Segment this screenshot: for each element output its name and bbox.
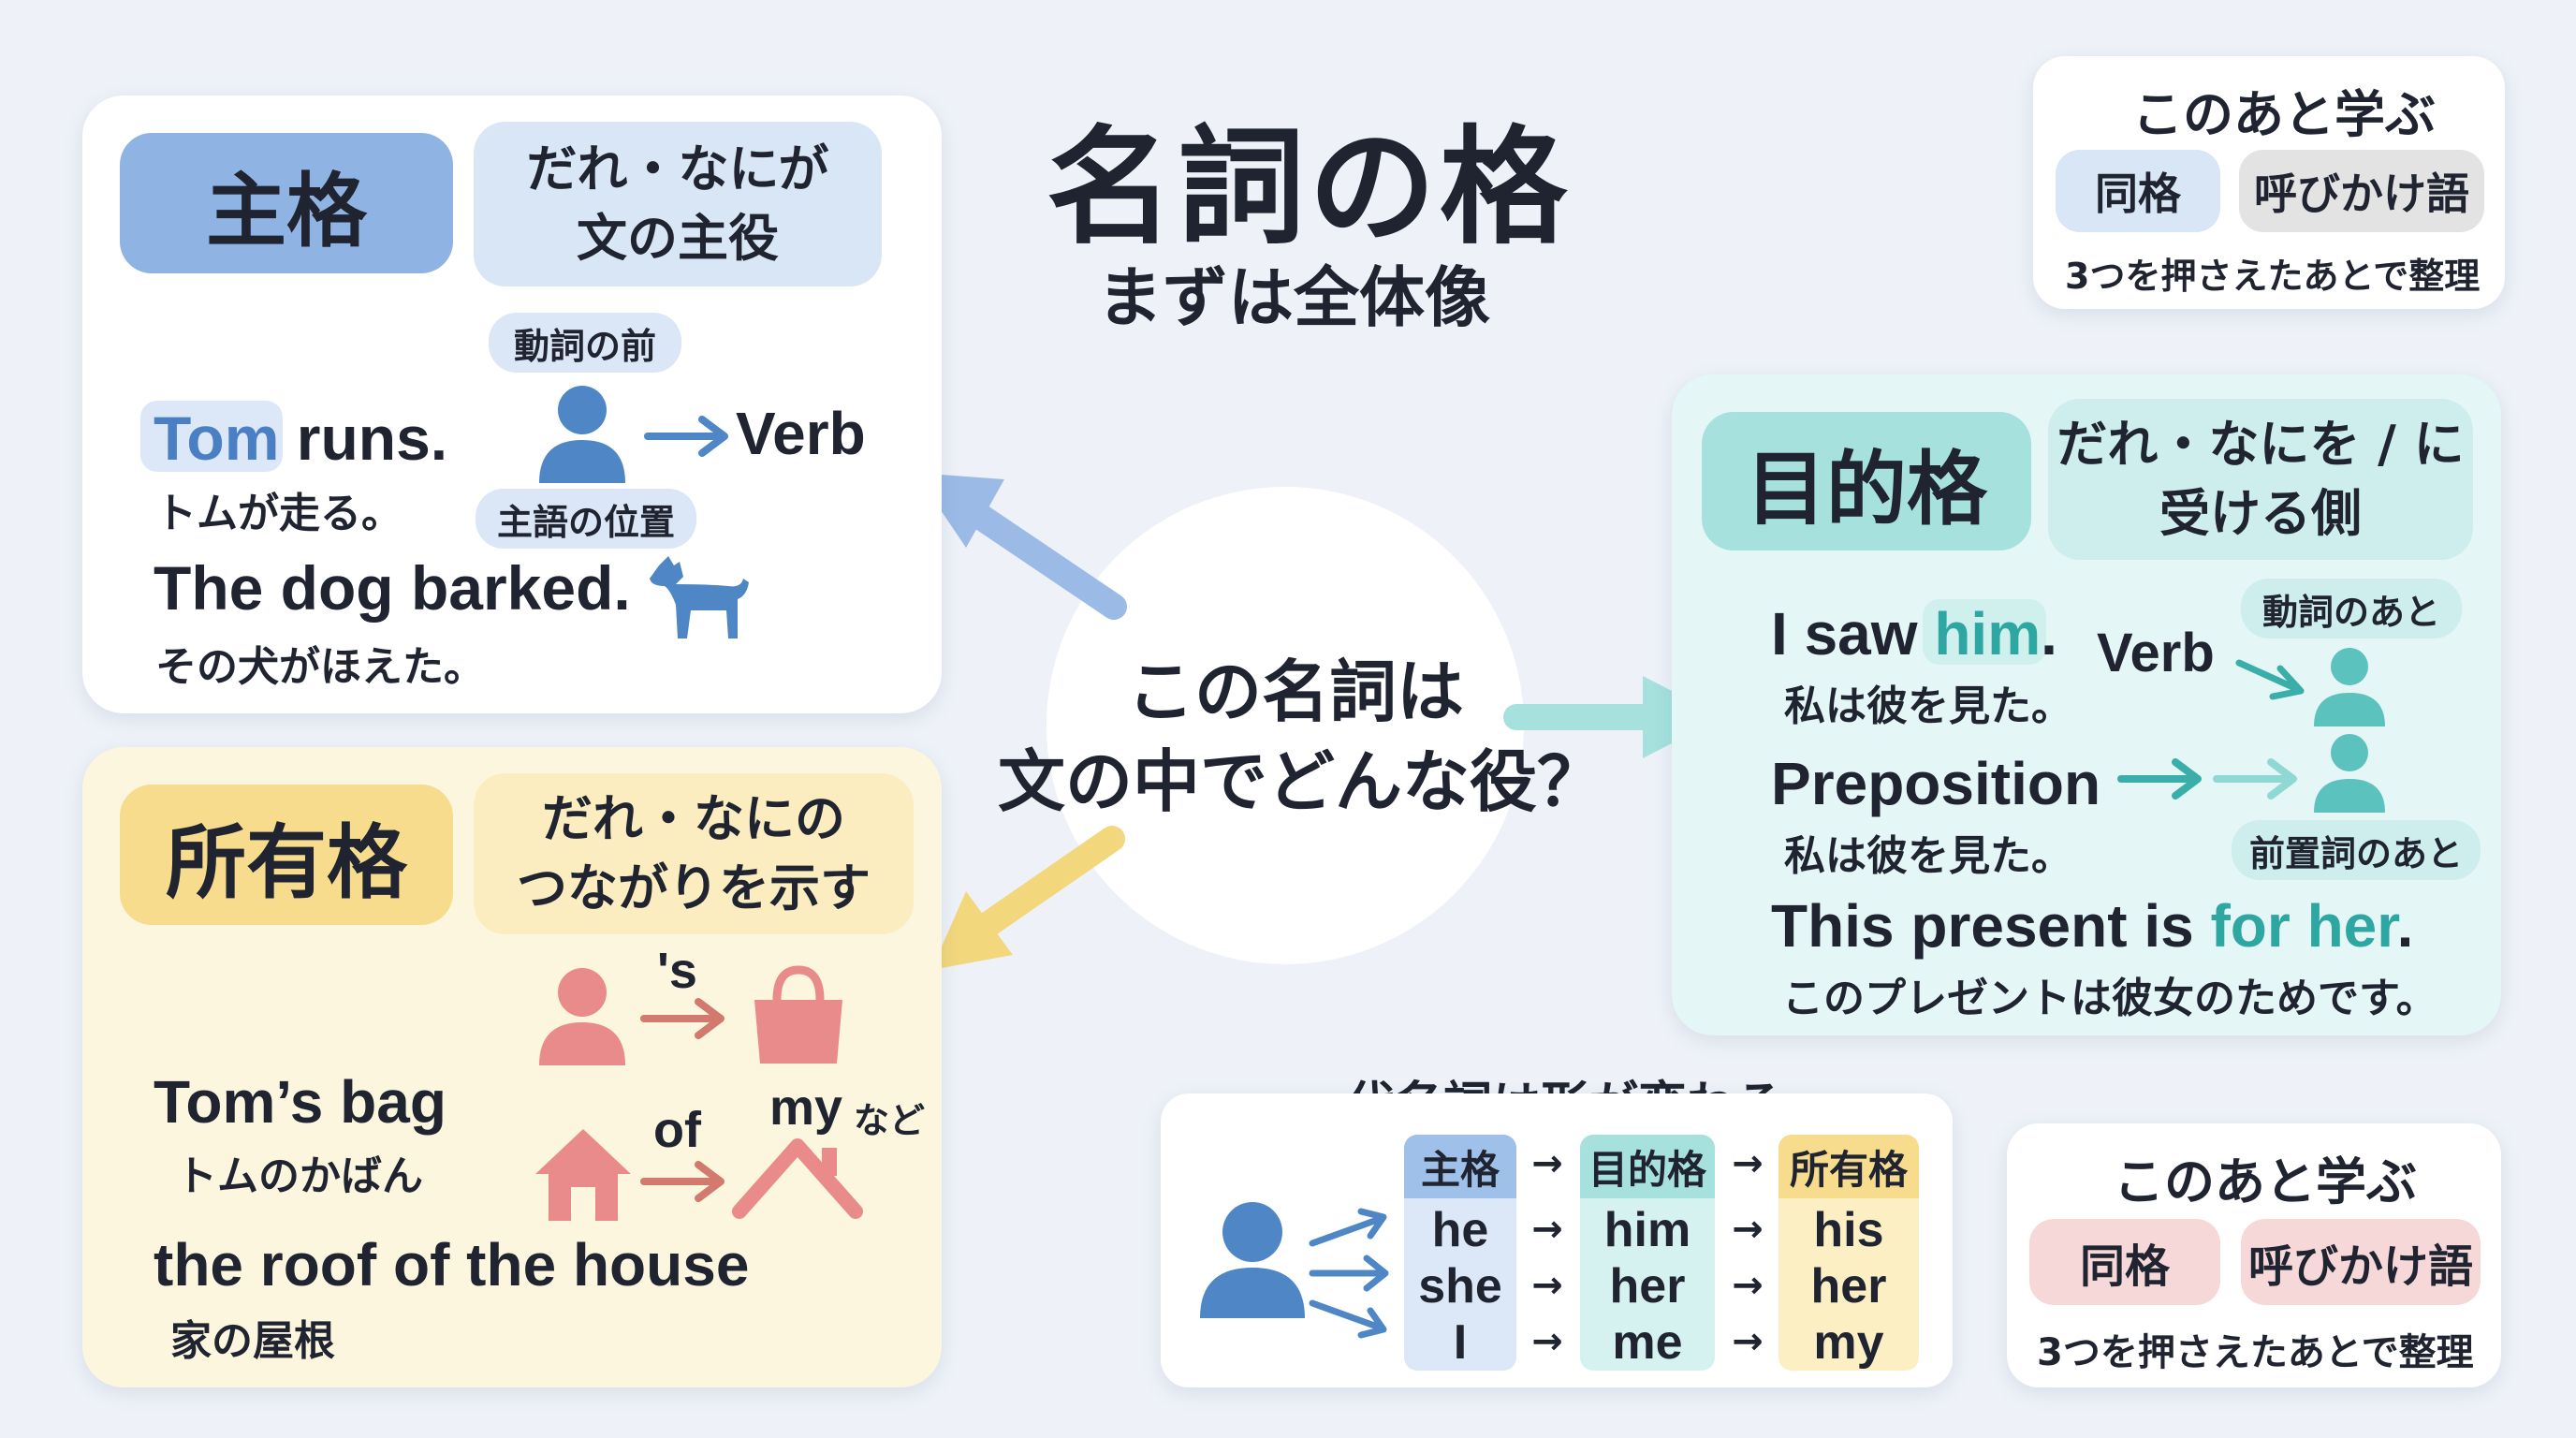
possessive-ex1-jp: トムのかばん [176,1152,423,1200]
dog-icon [650,556,749,638]
pronoun-possessive-my: my [1813,1315,1884,1370]
possessive-desc-line2: つながりを示す [517,858,871,917]
person-icon [2314,734,2385,813]
objective-ex1-pre: I saw [1771,600,1935,668]
center-question-line2: 文の中でどんな役？ [998,742,1605,821]
house-icon [535,1129,631,1221]
objective-name-badge: 目的格 [1702,412,2031,550]
objective-ex3-highlight: for her [2210,892,2397,960]
arrow-icon [1309,1208,1389,1339]
pronoun-objective-her: her [1609,1259,1686,1313]
possessive-ex2: the roof of the house [154,1231,750,1299]
next-box-bottom-heading: このあと学ぶ [2114,1152,2417,1211]
nominative-desc-line2: 文の主役 [577,209,779,268]
person-icon [1200,1202,1305,1318]
nominative-ex1-highlight-bg [140,401,283,472]
pronoun-arrow: → [1531,1208,1563,1251]
possessive-marker-my: my [769,1079,843,1136]
roof-icon [732,1138,863,1219]
nominative-ex2: The dog barked. [154,553,631,623]
next-box-bottom-item-vocative: 呼びかけ語 [2241,1219,2481,1305]
next-box-bottom-item-appositive: 同格 [2029,1219,2220,1305]
arrow-icon [644,416,728,457]
nominative-tag-top: 動詞の前 [489,313,681,373]
pronoun-col-objective-header: 目的格 [1580,1135,1715,1198]
objective-ex2-jp: 私は彼を見た。 [1784,832,2072,880]
bag-icon [754,965,842,1064]
pronoun-objective-him: him [1603,1203,1691,1257]
pronoun-nominative-she: she [1418,1259,1502,1313]
possessive-ex1: Tom’s bag [154,1068,446,1136]
objective-ex1-highlight-bg [1923,599,2046,665]
pronoun-arrow: → [1732,1320,1764,1363]
nominative-ex1-jp: トムが走る。 [155,490,402,537]
pronoun-possessive-his: his [1813,1203,1884,1257]
nominative-ex2-jp: その犬がほえた。 [155,643,485,691]
objective-desc-badge: だれ・なにを / に 受ける側 [2048,399,2473,560]
pronoun-arrow: → [1531,1264,1563,1307]
pronoun-nominative-he: he [1431,1203,1489,1257]
arrow-icon [640,998,724,1039]
objective-ex1-post: . [2041,600,2057,668]
next-box-top-item-vocative: 呼びかけ語 [2239,150,2484,232]
objective-ex3-jp: このプレゼントは彼女のためです。 [1782,975,2437,1022]
pronoun-col-nominative-body [1404,1198,1516,1371]
nominative-ex1: Tom runs. [154,403,447,474]
objective-ex1-highlight: him [1934,600,2042,668]
next-box-top-note: 3つを押さえたあとで整理 [2065,256,2481,297]
pronoun-objective-me: me [1612,1315,1683,1370]
objective-ex3: This present is for her. [1771,891,2413,961]
objective-ex1-jp: 私は彼を見た。 [1784,682,2072,730]
arrow-icon [640,1161,724,1202]
objective-ex3-pre: This present is [1771,892,2211,960]
possessive-name-badge: 所有格 [120,785,453,925]
arrow-icon [2213,758,2297,800]
possessive-marker-s: 's [657,943,697,999]
possessive-marker-of: of [653,1102,701,1158]
pronoun-arrow: → [1732,1264,1764,1307]
pronoun-nominative-i: I [1453,1315,1468,1370]
possessive-desc-badge: だれ・なにの つながりを示す [474,773,914,934]
nominative-ex1-rest: runs. [279,404,448,473]
possessive-desc-line1: だれ・なにの [542,789,845,848]
nominative-tag-bottom: 主語の位置 [476,489,696,549]
person-icon [539,968,625,1065]
person-icon [539,386,625,483]
pronoun-arrow: → [1732,1142,1764,1185]
pronoun-possessive-her: her [1810,1259,1887,1313]
nominative-name-badge: 主格 [120,133,453,273]
next-box-top-heading: このあと学ぶ [2132,85,2436,144]
center-question-line1: この名詞は [1127,653,1465,731]
pronoun-col-nominative-header: 主格 [1404,1135,1516,1198]
page-subtitle: まずは全体像 [1097,259,1490,336]
objective-verb-label: Verb [2097,623,2215,683]
next-box-top-item-appositive: 同格 [2056,150,2220,232]
arrow-icon [2117,758,2202,800]
next-box-bottom-note: 3つを押さえたあとで整理 [2037,1331,2474,1374]
possessive-marker-etc: など [854,1100,926,1141]
page-title: 名詞の格 [1046,114,1571,262]
objective-desc-line2: 受ける側 [2159,484,2362,543]
objective-ex3-post: . [2396,892,2414,960]
pronoun-arrow: → [1531,1142,1563,1185]
pronoun-col-possessive-header: 所有格 [1778,1135,1919,1198]
pronoun-arrow: → [1732,1208,1764,1251]
nominative-desc-badge: だれ・なにが 文の主役 [474,122,882,286]
objective-tag-top: 動詞のあと [2241,579,2462,638]
arrow-icon [2235,659,2305,700]
person-icon [2314,648,2385,726]
pronoun-col-objective-body [1580,1198,1715,1371]
objective-desc-line1: だれ・なにを / に [2056,415,2465,474]
objective-ex1: I saw him. [1771,599,2057,668]
objective-ex2: Preposition [1771,750,2101,817]
objective-tag-bottom: 前置詞のあと [2232,820,2481,880]
pronoun-col-possessive-body [1778,1198,1919,1371]
center-circle [1046,487,1524,964]
nominative-desc-line1: だれ・なにが [526,139,829,198]
pronoun-arrow: → [1531,1320,1563,1363]
nominative-verb-label: Verb [736,400,866,467]
possessive-ex2-jp: 家の屋根 [170,1317,335,1365]
nominative-ex1-highlight: Tom [154,404,280,473]
